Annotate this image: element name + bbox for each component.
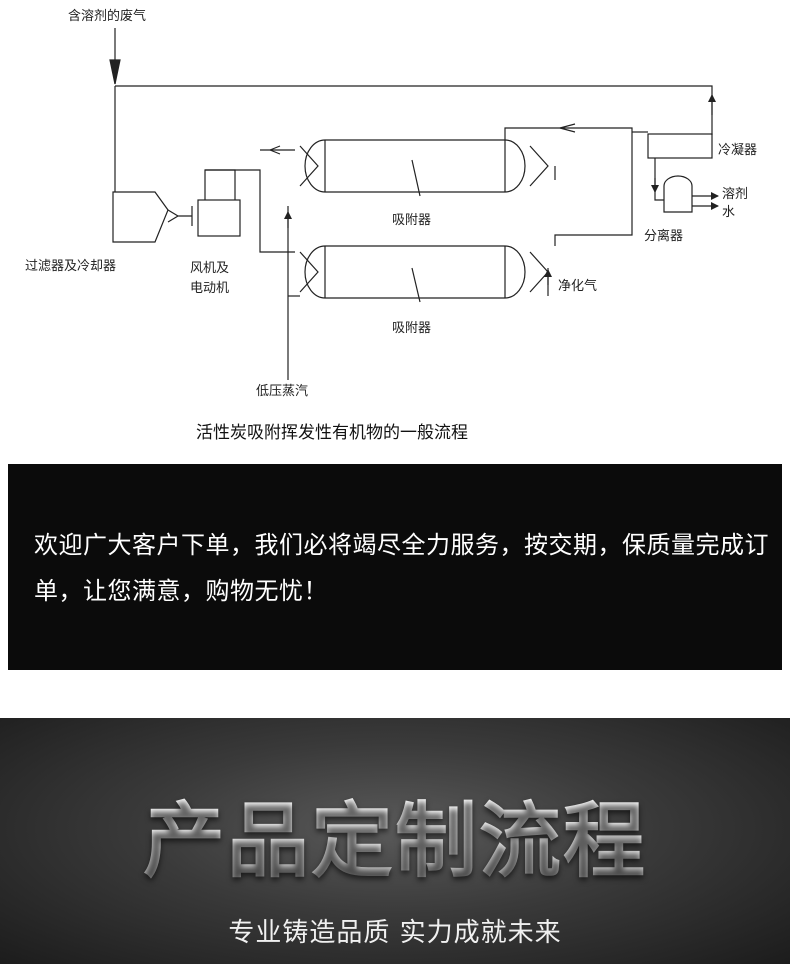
solvent-label: 溶剂: [722, 187, 748, 202]
fan-motor: [197, 199, 241, 237]
adsorber-top-label: 吸附器: [392, 213, 431, 228]
filter-cooler-label: 过滤器及冷却器: [25, 259, 116, 274]
adsorption-process-diagram: 含溶剂的废气 过滤器及冷却器 风机及 电动机 吸附器 吸附器 低压蒸汽 冷凝器 …: [25, 8, 757, 443]
feed-manifold: [205, 169, 295, 253]
banner-subtitle: 专业铸造品质 实力成就未来: [228, 918, 562, 948]
adsorber-bottom: [299, 245, 549, 303]
separator-label: 分离器: [644, 228, 683, 244]
customer-notice: 欢迎广大客户下单，我们必将竭尽全力服务，按交期，保质量完成订单，让您满意，购物无…: [8, 464, 782, 670]
filter-cooler: [112, 191, 169, 243]
water-label: 水: [722, 205, 735, 220]
adsorber-top: [299, 139, 549, 197]
custom-process-banner: 产品定制流程 专业铸造品质 实力成就未来: [0, 718, 790, 964]
fan-label-line1: 风机及: [190, 261, 229, 276]
adsorber-bottom-label: 吸附器: [392, 321, 431, 336]
inlet-label: 含溶剂的废气: [68, 8, 146, 24]
banner-title: 产品定制流程: [0, 792, 790, 892]
vapor-line: [504, 127, 633, 246]
separator: [663, 175, 693, 213]
condenser: [647, 133, 713, 159]
inlet-arrow: [109, 59, 121, 85]
purified-gas-label: 净化气: [558, 278, 597, 294]
recycle-line: [115, 85, 713, 135]
diagram-caption: 活性炭吸附挥发性有机物的一般流程: [196, 423, 468, 443]
fan-label-line2: 电动机: [190, 281, 229, 296]
notice-text: 欢迎广大客户下单，我们必将竭尽全力服务，按交期，保质量完成订单，让您满意，购物无…: [34, 531, 769, 605]
condenser-label: 冷凝器: [718, 142, 757, 158]
steam-label: 低压蒸汽: [256, 384, 308, 399]
